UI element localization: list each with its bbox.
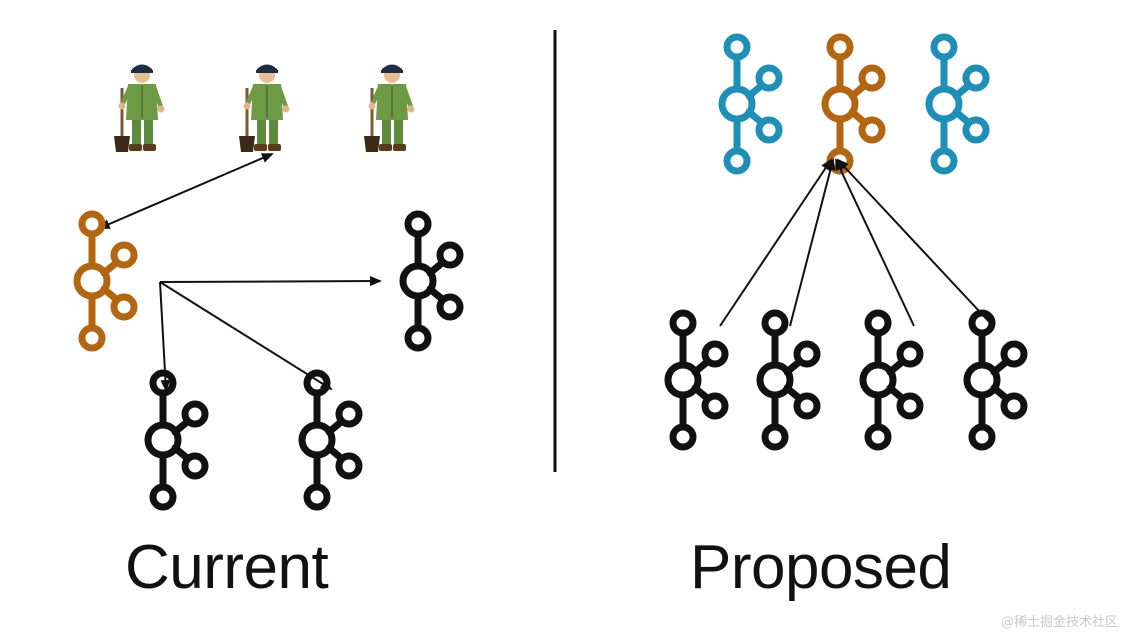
watermark: @稀土掘金技术社区 [1000,615,1118,630]
controller-broker-icon [722,37,779,171]
controller-broker-icon [77,214,134,348]
kafka-broker-icon [403,214,460,348]
zookeeper-worker-icon [237,63,291,154]
controller-zookeeper-arrow [97,153,274,229]
zookeeper-worker-icon [362,63,416,154]
proposed-controller-quorum [722,37,986,171]
zookeeper-worker-icon [112,63,166,154]
proposed-brokers [668,313,1024,447]
broker-controller-arrows [719,158,994,327]
kafka-broker-icon [760,313,817,447]
controller-broker-icon [929,37,986,171]
current-caption: Current [125,533,329,602]
kafka-broker-icon [863,313,920,447]
kafka-broker-icon [302,373,359,507]
kafka-broker-icon [668,313,725,447]
kafka-broker-icon [967,313,1024,447]
active-controller-icon [825,37,882,171]
current-zookeeper-ensemble [112,63,416,154]
kafka-broker-icon [148,373,205,507]
controller-broker-arrows [159,276,382,392]
proposed-caption: Proposed [690,533,952,602]
